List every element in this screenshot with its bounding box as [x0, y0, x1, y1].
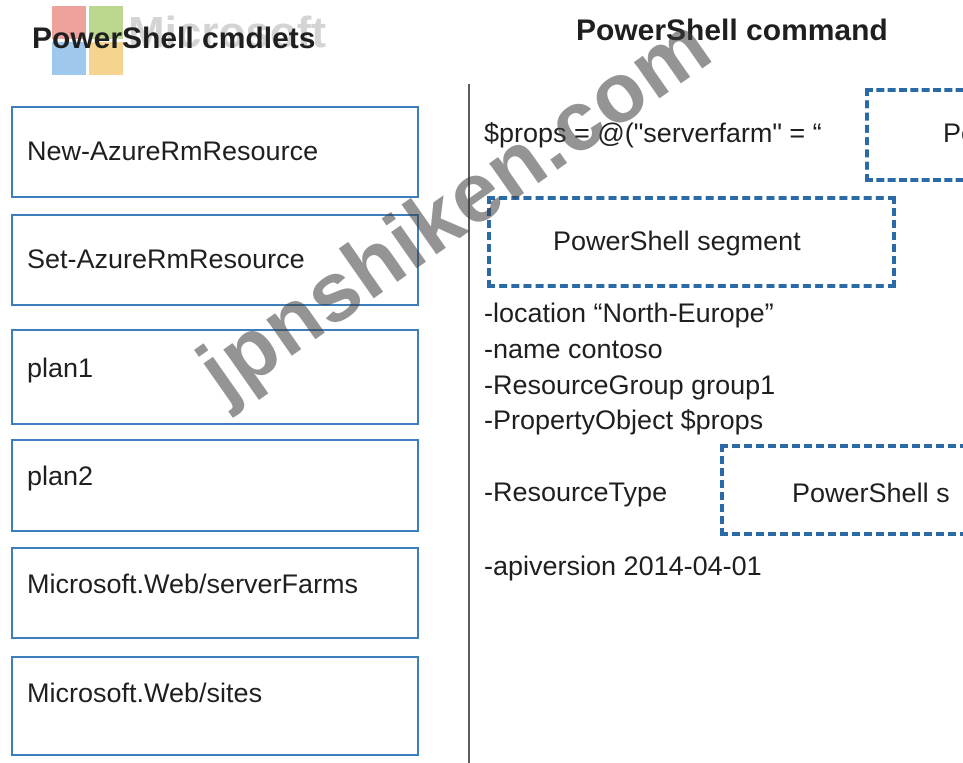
drop-zone-label: Po	[943, 118, 963, 148]
option-new-azurermresource[interactable]: New-AzureRmResource	[11, 106, 419, 198]
apiversion-line: -apiversion 2014-04-01	[484, 551, 762, 581]
option-label: Set-AzureRmResource	[27, 244, 305, 274]
drop-zone-cmdlet[interactable]: PowerShell segment	[487, 196, 896, 288]
name-line: -name contoso	[484, 334, 663, 364]
option-label: New-AzureRmResource	[27, 136, 319, 166]
option-plan2[interactable]: plan2	[11, 439, 419, 532]
option-label: Microsoft.Web/serverFarms	[27, 569, 359, 599]
column-divider	[468, 84, 470, 763]
option-set-azurermresource[interactable]: Set-AzureRmResource	[11, 214, 419, 306]
logo-yellow-square	[89, 42, 123, 75]
command-heading: PowerShell command	[576, 14, 888, 47]
logo-green-square	[89, 6, 123, 39]
option-microsoft-web-sites[interactable]: Microsoft.Web/sites	[11, 656, 419, 756]
property-object-line: -PropertyObject $props	[484, 405, 764, 435]
option-label: plan2	[27, 461, 94, 491]
logo-blue-square	[52, 42, 86, 75]
location-line: -location “North-Europe”	[484, 298, 774, 328]
option-plan1[interactable]: plan1	[11, 329, 419, 425]
microsoft-wordmark: Microsoft	[128, 8, 326, 57]
drop-zone-label: PowerShell s	[792, 478, 950, 508]
drop-zone-serverfarm[interactable]: Po	[865, 88, 963, 182]
drop-zone-resource-type[interactable]: PowerShell s	[720, 444, 963, 536]
option-microsoft-web-serverfarms[interactable]: Microsoft.Web/serverFarms	[11, 547, 419, 639]
microsoft-logo	[52, 6, 124, 76]
drop-zone-label: PowerShell segment	[553, 226, 801, 256]
resource-group-line: -ResourceGroup group1	[484, 370, 776, 400]
resource-type-line: -ResourceType	[484, 477, 668, 507]
cmdlets-heading: PowerShell cmdlets	[32, 22, 316, 55]
props-line: $props = @("serverfarm" = “	[484, 118, 822, 148]
option-label: Microsoft.Web/sites	[27, 678, 263, 708]
option-label: plan1	[27, 353, 94, 383]
logo-red-square	[52, 6, 86, 39]
